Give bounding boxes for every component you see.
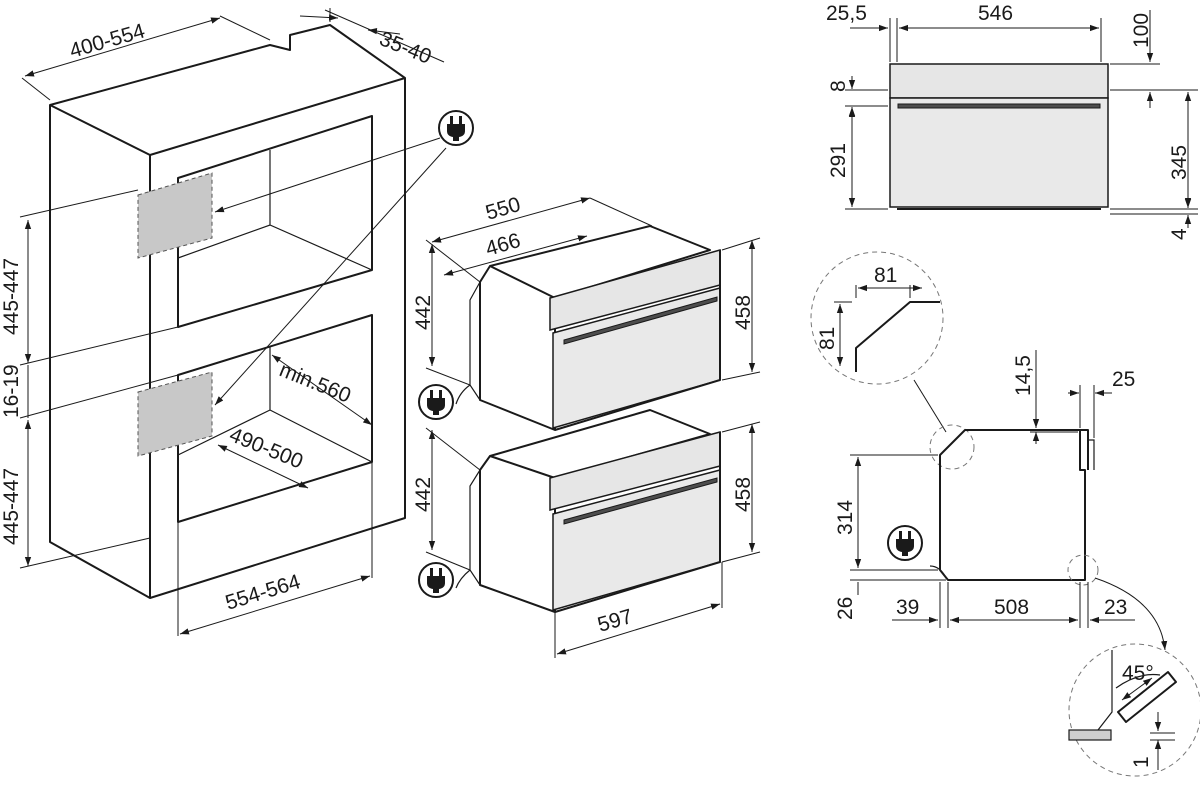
oven-height-front-lower-label: 458 (732, 477, 755, 512)
front-bottom-gap-label: 4 (1168, 228, 1191, 240)
power-plug-icon (438, 110, 474, 146)
oven-perspective-upper: 550 466 442 458 (412, 193, 761, 431)
oven-height-front-upper-label: 458 (732, 295, 755, 330)
chamfer-height-label: 81 (816, 327, 839, 350)
service-area-lower (137, 371, 213, 457)
niche-width-top-label: 400-554 (67, 19, 148, 62)
service-area-upper (137, 172, 213, 259)
front-panel-height-label: 8 (827, 80, 850, 92)
front-width-label: 546 (978, 2, 1013, 25)
angle-detail: 45° 1 (1068, 643, 1200, 777)
cabinet-niche: 400-554 35-40 445-447 16-19 445-447 min.… (0, 8, 474, 636)
chamfer-detail-circle (810, 251, 944, 385)
front-door-height-label: 291 (827, 143, 850, 178)
niche-height-lower-label: 445-447 (0, 468, 23, 545)
niche-width-bottom-label: 554-564 (223, 570, 304, 615)
side-body-depth-label: 508 (994, 596, 1029, 619)
niche-min-depth-label: min.560 (276, 358, 354, 407)
side-base-height-label: 26 (834, 597, 857, 620)
oven-front-view: 25,5 546 100 345 4 8 291 (826, 2, 1198, 240)
niche-back-gap-label: 35-40 (376, 27, 434, 68)
niche-depth-label: 490-500 (226, 423, 306, 473)
chamfer-width-label: 81 (874, 264, 897, 287)
detail-offset-label: 1 (1130, 756, 1153, 768)
side-rear-offset-label: 39 (896, 596, 919, 619)
front-offset-left-label: 25,5 (826, 2, 867, 25)
power-plug-icon-lower (418, 562, 454, 598)
angle-label: 45° (1122, 662, 1154, 685)
oven-perspective-lower: 442 458 597 (412, 409, 761, 658)
oven-height-body-upper-label: 442 (412, 295, 435, 330)
front-total-height-label: 345 (1168, 145, 1191, 180)
front-top-gap-label: 100 (1130, 13, 1153, 48)
oven-side-view: 81 81 14,5 25 314 26 (810, 251, 1168, 651)
niche-height-upper-label: 445-447 (0, 258, 23, 335)
niche-gap-middle-label: 16-19 (0, 364, 23, 418)
side-front-offset-label: 23 (1104, 596, 1127, 619)
side-top-step-label: 14,5 (1012, 355, 1035, 396)
side-body-height-label: 314 (834, 500, 857, 535)
oven-depth-body-label: 466 (483, 229, 523, 261)
power-plug-icon-side (887, 525, 923, 561)
side-door-thickness-label: 25 (1112, 368, 1135, 391)
oven-height-body-lower-label: 442 (412, 477, 435, 512)
oven-depth-total-label: 550 (483, 193, 523, 225)
power-plug-icon-upper (418, 384, 454, 420)
